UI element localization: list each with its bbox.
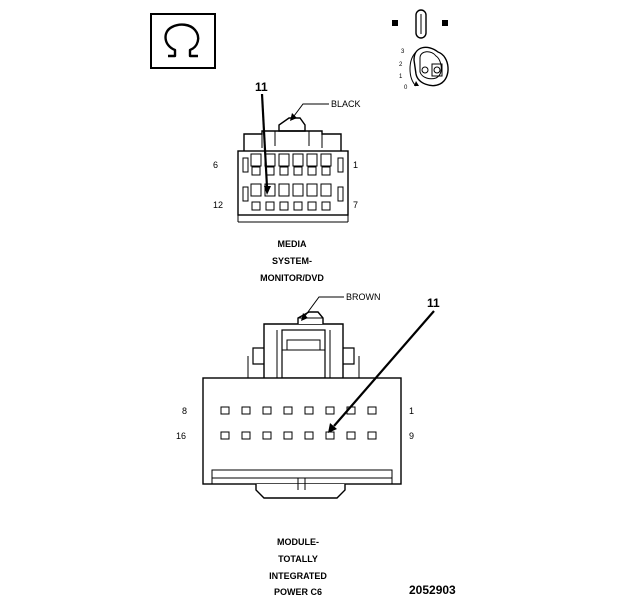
bottom-connector-row1-cavities (220, 406, 377, 415)
key-position-3: 3 (401, 49, 405, 55)
top-pin-label-7: 7 (353, 200, 358, 210)
bottom-pin-label-16: 16 (176, 431, 186, 441)
key-position-1: 1 (399, 74, 403, 80)
bottom-pin-label-1: 1 (409, 406, 414, 416)
top-caption-line-1: MEDIA (278, 239, 308, 249)
bottom-connector-color-label: BROWN (346, 292, 381, 302)
bottom-caption-line-1: MODULE- (277, 537, 319, 547)
key-position-0: 0 (404, 85, 408, 91)
bottom-connector: 8 1 16 9 BROWN 11 MODULE- TOTALLY INTEGR… (176, 292, 440, 597)
bottom-pin-label-8: 8 (182, 406, 187, 416)
key-position-2: 2 (399, 62, 403, 68)
top-caption-line-2: SYSTEM- (272, 256, 312, 266)
bottom-caption-line-2: TOTALLY (278, 554, 318, 564)
top-callout-number: 11 (255, 80, 268, 94)
top-caption-line-3: MONITOR/DVD (260, 273, 324, 283)
bottom-connector-row2-cavities (220, 431, 377, 440)
top-connector-color-label: BLACK (331, 99, 361, 109)
figure-id: 2052903 (409, 583, 456, 597)
top-connector: 6 1 12 7 BLACK 11 MEDIA SYSTEM- MONITOR/… (213, 80, 361, 283)
bottom-caption-line-4: POWER C6 (274, 587, 322, 597)
bottom-caption-line-3: INTEGRATED (269, 571, 327, 581)
top-pin-label-6: 6 (213, 160, 218, 170)
ignition-key-icon: 3 2 1 0 (392, 9, 449, 91)
bottom-pin-label-9: 9 (409, 431, 414, 441)
top-pin-label-1: 1 (353, 160, 358, 170)
top-connector-row2-cavities (250, 183, 332, 211)
top-pin-label-12: 12 (213, 200, 223, 210)
omega-symbol-icon (150, 13, 216, 69)
bottom-callout-number: 11 (427, 296, 440, 310)
